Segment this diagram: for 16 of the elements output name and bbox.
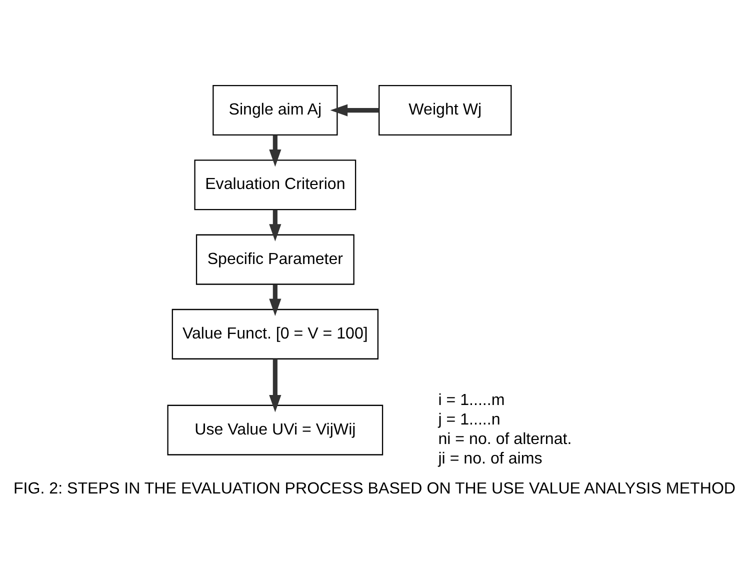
node-box: Use Value UVi = VijWij: [167, 404, 384, 456]
node-box: Specific Parameter: [196, 234, 354, 285]
node-box: Evaluation Criterion: [194, 160, 356, 210]
label: ni = no. of alternat.: [438, 430, 572, 448]
label: j = 1.....n: [438, 410, 500, 429]
node-box: Weight Wj: [378, 85, 512, 136]
node-box: Value Funct. [0 = V = 100]: [172, 308, 379, 360]
arrow: [269, 284, 282, 316]
arrow: [269, 210, 282, 242]
arrow: [269, 135, 282, 167]
node-box: Single aim Aj: [212, 85, 338, 136]
label: ji = no. of aims: [438, 450, 542, 468]
label: i = 1.....m: [438, 391, 505, 410]
arrow: [269, 358, 282, 412]
arrow: [330, 104, 379, 116]
caption: FIG. 2: STEPS IN THE EVALUATION PROCESS BASED ON THE USE VALUE ANALYSIS METHOD: [13, 479, 736, 498]
